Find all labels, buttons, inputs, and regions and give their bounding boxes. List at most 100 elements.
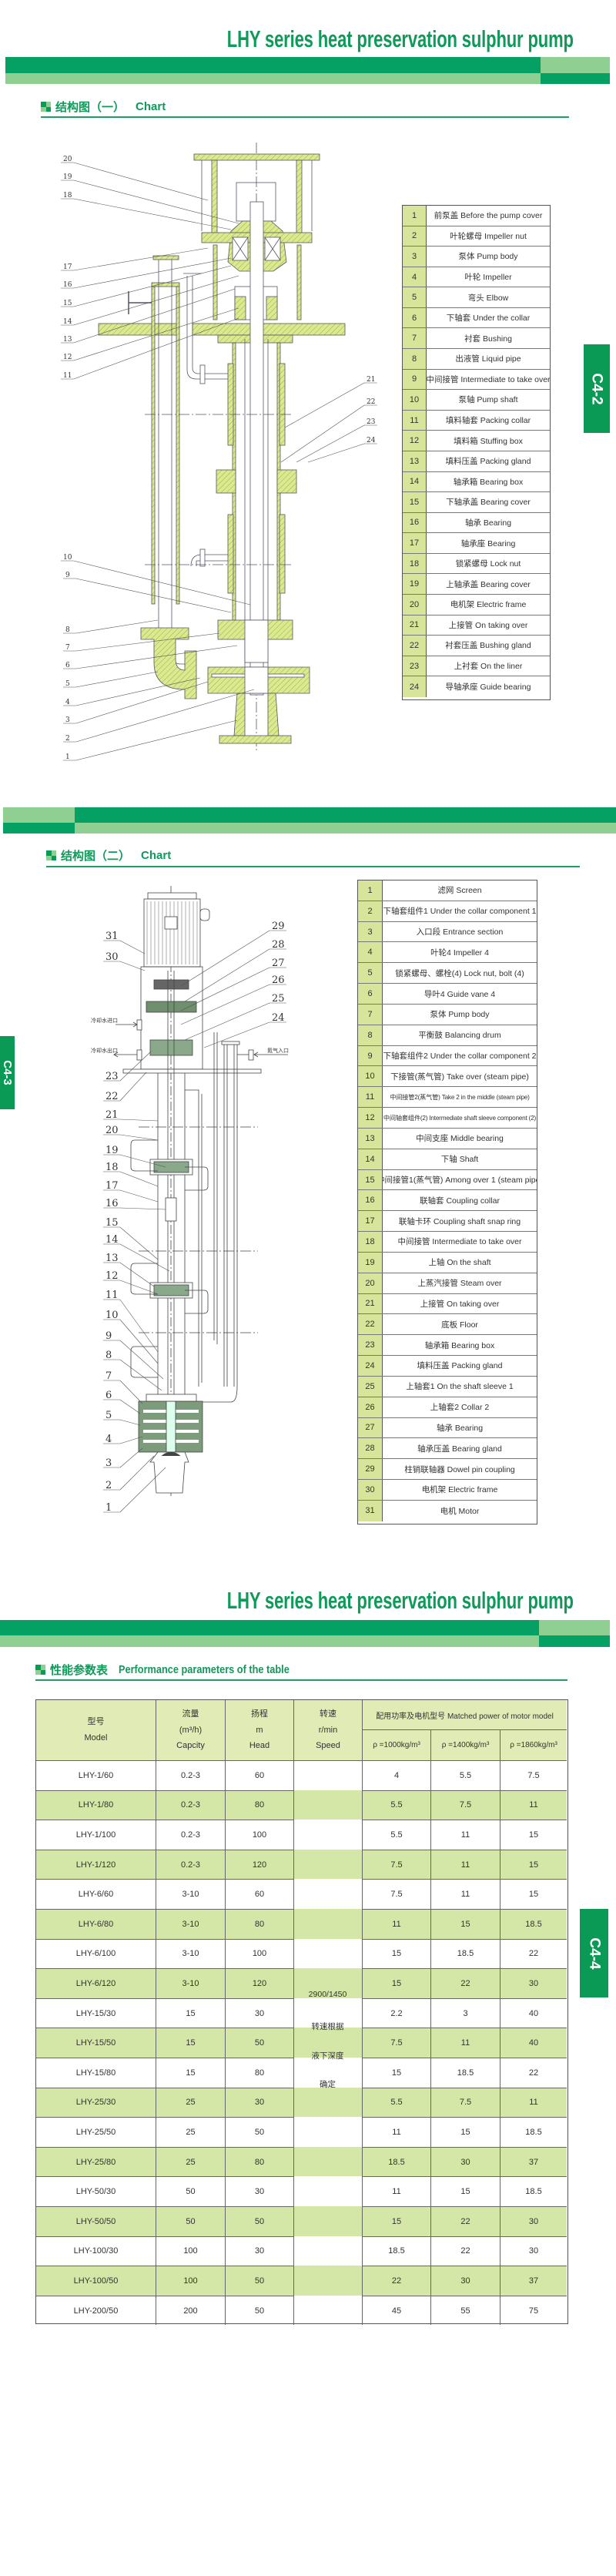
callout-14: 14 bbox=[103, 1234, 170, 1272]
table-cell: 25 bbox=[156, 2117, 225, 2147]
table-cell: 50 bbox=[225, 2117, 293, 2147]
part-number: 18 bbox=[358, 1232, 383, 1252]
suction-bell bbox=[233, 693, 280, 736]
callout-6: 6 bbox=[103, 1390, 141, 1414]
part-name: 泵轴 Pump shaft bbox=[458, 395, 518, 405]
callout-21: 21 bbox=[284, 376, 377, 428]
part-number: 8 bbox=[358, 1025, 383, 1045]
nitrogen-arrow bbox=[253, 1052, 288, 1058]
packing-gland bbox=[149, 1039, 193, 1056]
table-cell: 60 bbox=[225, 1760, 293, 1790]
table-cell: 50 bbox=[225, 2266, 293, 2296]
jacket-sleeve bbox=[279, 363, 286, 446]
part-name: 衬套 Bushing bbox=[464, 334, 512, 344]
callout-number: 3 bbox=[105, 1457, 112, 1469]
part-name: 下接管(蒸气管) Take over (steam pipe) bbox=[390, 1072, 529, 1082]
callout-leader bbox=[75, 677, 201, 706]
table-cell: 30 bbox=[430, 2146, 500, 2177]
header-text: m bbox=[256, 1725, 263, 1735]
callout-leader bbox=[119, 1455, 155, 1491]
callout-leader bbox=[203, 1021, 270, 1048]
heading-cn: 结构图（一） bbox=[55, 101, 126, 114]
table-cell: 18.5 bbox=[500, 1909, 567, 1939]
base-plate bbox=[98, 323, 178, 336]
part-name: 入口段 Entrance section bbox=[416, 927, 504, 937]
part-name: 上轴套1 On the shaft sleeve 1 bbox=[406, 1382, 514, 1392]
callout-1: 1 bbox=[103, 1467, 166, 1514]
motor-frame-top-flange bbox=[193, 153, 320, 161]
speed-note: 2900/1450 bbox=[308, 1990, 347, 1999]
page-title: LHY series heat preservation sulphur pum… bbox=[227, 25, 574, 52]
table-cell: 50 bbox=[156, 2176, 225, 2206]
callout-leader bbox=[119, 1226, 159, 1260]
callout-leader bbox=[119, 1399, 141, 1414]
table-cell: 200 bbox=[156, 2295, 225, 2326]
callout-25: 25 bbox=[184, 993, 286, 1041]
callout-leader bbox=[73, 247, 209, 271]
callout-number: 7 bbox=[105, 1370, 112, 1382]
callout-7: 7 bbox=[103, 1370, 143, 1404]
callout-leader bbox=[73, 265, 232, 307]
part-name: 轴承箱 Bearing box bbox=[424, 1340, 495, 1350]
part-number: 30 bbox=[358, 1480, 383, 1500]
callout-22: 22 bbox=[280, 398, 377, 463]
jacket-sleeve bbox=[227, 363, 234, 446]
table-cell: LHY-6/120 bbox=[36, 1968, 156, 1998]
header-capacity: 流量(m³/h)Capcity bbox=[156, 1700, 225, 1760]
callout-number: 31 bbox=[105, 931, 119, 942]
callout-leader bbox=[119, 1171, 159, 1187]
callout-number: 9 bbox=[65, 572, 70, 579]
callout-23: 23 bbox=[103, 1051, 152, 1082]
callout-leader bbox=[75, 619, 159, 634]
header-band bbox=[75, 807, 616, 823]
speed-cell bbox=[293, 1909, 362, 1939]
cooling-water-inlet-label: 冷却水进口 bbox=[91, 1017, 118, 1024]
middle-sleeve bbox=[153, 1284, 189, 1296]
part-name: 中间轴套组件(2) Intermediate shaft sleeve comp… bbox=[383, 1115, 537, 1122]
steam-flange bbox=[199, 548, 206, 567]
part-name: 填料压盖 Packing gland bbox=[445, 457, 531, 467]
pump-cover bbox=[146, 1394, 197, 1402]
header-band bbox=[541, 57, 610, 73]
part-number: 18 bbox=[403, 553, 427, 574]
part-number: 12 bbox=[403, 431, 427, 451]
header-text: 扬程 bbox=[251, 1709, 268, 1719]
motor-fins bbox=[146, 901, 198, 964]
cooling-flange bbox=[136, 1019, 142, 1031]
callout-number: 4 bbox=[65, 699, 70, 706]
callout-5: 5 bbox=[63, 671, 159, 688]
part-name: 轴承 Bearing bbox=[464, 518, 512, 528]
pump-shaft bbox=[249, 201, 264, 696]
callout-2: 2 bbox=[63, 689, 255, 743]
callout-2: 2 bbox=[103, 1455, 155, 1491]
heading-en: Performance parameters of the table bbox=[119, 1663, 290, 1676]
callout-leader bbox=[284, 382, 365, 428]
part-name: 上接管 On taking over bbox=[448, 620, 528, 630]
section-heading-chart-1: 结构图（一） Chart bbox=[41, 99, 166, 115]
callout-10: 10 bbox=[61, 554, 251, 605]
callout-leader bbox=[75, 719, 238, 761]
speed-cell bbox=[293, 1879, 362, 1909]
table-cell: LHY-200/50 bbox=[36, 2295, 156, 2326]
part-name: 泵体 Pump body bbox=[458, 252, 518, 262]
table-cell: 18.5 bbox=[430, 1938, 500, 1969]
callout-leader bbox=[119, 1436, 143, 1444]
callout-number: 1 bbox=[65, 753, 70, 761]
steam-loop bbox=[130, 1346, 158, 1378]
